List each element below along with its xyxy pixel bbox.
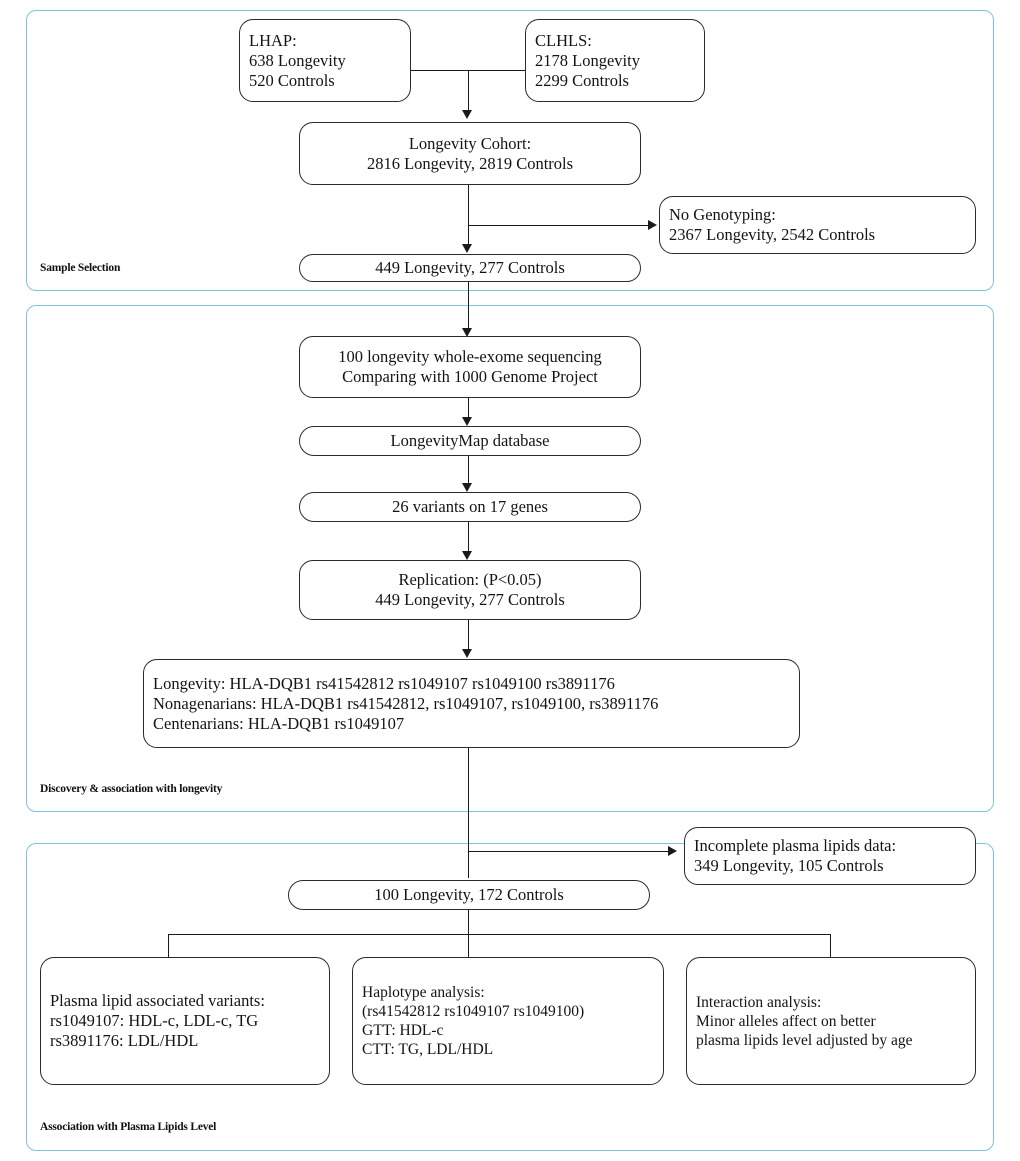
node-variants-line-1: 26 variants on 17 genes	[392, 497, 548, 516]
node-longevity-cohort: Longevity Cohort: 2816 Longevity, 2819 C…	[299, 122, 641, 185]
node-haplotype-analysis: Haplotype analysis: (rs41542812 rs104910…	[352, 957, 664, 1085]
node-no-genotyping-line-1: No Genotyping:	[669, 205, 776, 224]
connector-cohort-down	[468, 185, 469, 247]
node-replication-line-2: 449 Longevity, 277 Controls	[375, 590, 565, 609]
node-lhap-line-2: 638 Longevity	[249, 50, 346, 70]
panel-sample-selection	[26, 10, 994, 291]
node-haplotype-line-4: CTT: TG, LDL/HDL	[362, 1041, 494, 1058]
node-lhap-line-1: LHAP:	[249, 30, 297, 50]
node-clhls-line-3: 2299 Controls	[535, 70, 629, 90]
node-lipid-cohort: 100 Longevity, 172 Controls	[288, 880, 650, 910]
node-clhls: CLHLS: 2178 Longevity 2299 Controls	[525, 19, 705, 102]
node-incomplete-lipids: Incomplete plasma lipids data: 349 Longe…	[684, 827, 976, 885]
node-interaction-line-1: Interaction analysis:	[696, 993, 822, 1011]
node-wes-line-2: Comparing with 1000 Genome Project	[342, 367, 598, 386]
connector-panel1-to-panel2	[468, 282, 469, 332]
connector-branch-left	[168, 934, 169, 958]
node-wes-line-1: 100 longevity whole-exome sequencing	[338, 347, 602, 366]
node-incomplete-lipids-line-1: Incomplete plasma lipids data:	[694, 836, 897, 855]
node-no-genotyping-line-2: 2367 Longevity, 2542 Controls	[669, 225, 876, 244]
connector-variants-down	[468, 522, 469, 554]
node-lhap: LHAP: 638 Longevity 520 Controls	[239, 19, 411, 102]
panel-label-sample-selection: Sample Selection	[40, 262, 121, 274]
node-no-genotyping: No Genotyping: 2367 Longevity, 2542 Cont…	[659, 196, 976, 254]
node-interaction-analysis: Interaction analysis: Minor alleles affe…	[686, 957, 976, 1085]
arrow-into-wes	[462, 328, 472, 337]
node-interaction-line-2: Minor alleles affect on better	[696, 1012, 876, 1030]
node-longevitymap-database: LongevityMap database	[299, 426, 641, 456]
arrow-into-replication	[462, 551, 472, 560]
node-clhls-line-1: CLHLS:	[535, 30, 592, 50]
node-longevity-cohort-line-1: Longevity Cohort:	[408, 133, 532, 153]
node-lipid-cohort-line-1: 100 Longevity, 172 Controls	[374, 885, 564, 904]
connector-branch-right	[830, 934, 831, 958]
node-haplotype-line-1: Haplotype analysis:	[362, 984, 485, 1001]
node-replication: Replication: (P<0.05) 449 Longevity, 277…	[299, 560, 641, 620]
node-selected-sample-line-1: 449 Longevity, 277 Controls	[375, 258, 565, 277]
arrow-into-selected	[462, 244, 472, 253]
node-longevity-cohort-line-2: 2816 Longevity, 2819 Controls	[366, 153, 574, 173]
panel-label-discovery: Discovery & association with longevity	[40, 783, 223, 795]
node-selected-sample: 449 Longevity, 277 Controls	[299, 254, 641, 282]
node-results-line-3: Centenarians: HLA-DQB1 rs1049107	[153, 713, 405, 733]
node-association-results: Longevity: HLA-DQB1 rs41542812 rs1049107…	[143, 659, 800, 748]
arrow-into-variants	[462, 483, 472, 492]
node-longevitymap-line-1: LongevityMap database	[390, 431, 550, 450]
arrow-into-results	[462, 649, 472, 658]
node-results-line-1: Longevity: HLA-DQB1 rs41542812 rs1049107…	[153, 673, 615, 693]
arrow-into-incomplete-lipids	[668, 846, 677, 856]
connector-longevitymap-down	[468, 456, 469, 486]
connector-wes-down	[468, 398, 469, 420]
panel-discovery	[26, 305, 994, 812]
connector-to-incomplete-lipids	[468, 851, 668, 852]
connector-junction-down	[468, 70, 469, 114]
arrow-into-cohort	[462, 110, 472, 119]
node-results-line-2: Nonagenarians: HLA-DQB1 rs41542812, rs10…	[153, 693, 659, 713]
connector-cohort-to-nogenotyping	[468, 225, 648, 226]
node-haplotype-line-3: GTT: HDL-c	[362, 1022, 444, 1039]
node-lhap-line-3: 520 Controls	[249, 70, 335, 90]
arrow-into-longevitymap	[462, 417, 472, 426]
node-haplotype-line-2: (rs41542812 rs1049107 rs1049100)	[362, 1003, 585, 1020]
node-clhls-line-2: 2178 Longevity	[535, 50, 640, 70]
connector-three-way-split	[168, 934, 831, 935]
node-replication-line-1: Replication: (P<0.05)	[398, 570, 542, 589]
node-variants: 26 variants on 17 genes	[299, 492, 641, 522]
node-incomplete-lipids-line-2: 349 Longevity, 105 Controls	[694, 856, 884, 875]
panel-label-plasma-lipids: Association with Plasma Lipids Level	[40, 1121, 217, 1133]
connector-panel2-to-panel3	[468, 748, 469, 878]
connector-replication-down	[468, 620, 469, 652]
node-whole-exome-sequencing: 100 longevity whole-exome sequencing Com…	[299, 336, 641, 398]
arrow-into-nogenotyping	[648, 220, 657, 230]
node-interaction-line-3: plasma lipids level adjusted by age	[696, 1031, 913, 1049]
node-plasma-lipid-variants-line-3: rs3891176: LDL/HDL	[50, 1031, 199, 1050]
panel-plasma-lipids	[26, 843, 994, 1151]
node-plasma-lipid-variants-line-2: rs1049107: HDL-c, LDL-c, TG	[50, 1011, 259, 1030]
node-plasma-lipid-variants-line-1: Plasma lipid associated variants:	[50, 991, 265, 1010]
node-plasma-lipid-variants: Plasma lipid associated variants: rs1049…	[40, 957, 330, 1085]
